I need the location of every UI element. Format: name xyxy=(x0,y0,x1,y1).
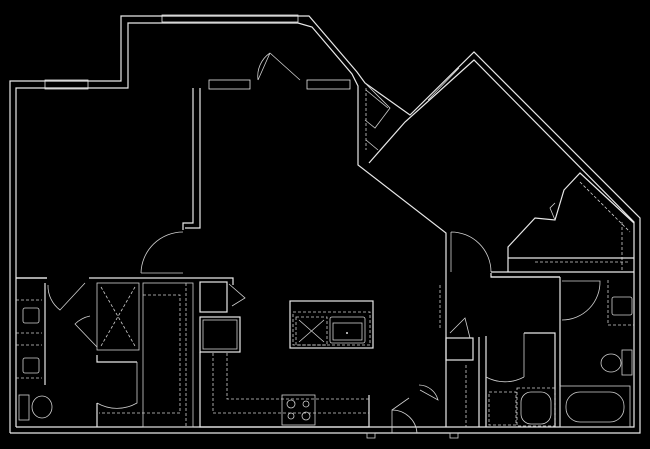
kitchen-sink xyxy=(329,316,366,344)
balcony-door[interactable] xyxy=(257,52,301,81)
window xyxy=(427,67,460,101)
shower xyxy=(96,282,140,351)
living-wall xyxy=(185,88,201,229)
kitchen-island xyxy=(289,300,374,349)
burner xyxy=(286,399,296,409)
range xyxy=(281,394,316,426)
shower-door[interactable] xyxy=(74,315,98,348)
pantry-door[interactable] xyxy=(228,283,246,307)
window xyxy=(208,79,251,90)
closet-door[interactable] xyxy=(449,317,471,339)
exterior-fixture xyxy=(366,432,376,439)
bath-door[interactable] xyxy=(485,333,525,383)
closet-shelf xyxy=(99,294,181,414)
tub-shower xyxy=(516,387,556,427)
coat-closet xyxy=(445,337,474,361)
refrigerator xyxy=(199,316,241,353)
bath-wall xyxy=(96,355,137,363)
toilet-tank xyxy=(18,394,30,421)
bedroom-door[interactable] xyxy=(140,231,184,274)
window xyxy=(161,14,299,23)
toilet-tank xyxy=(621,349,633,376)
closet-shelf xyxy=(579,181,631,233)
bedroom-wall xyxy=(182,88,194,230)
sink xyxy=(22,307,40,324)
bathtub xyxy=(559,385,631,428)
burner xyxy=(287,412,295,420)
kitchen-counter xyxy=(199,352,370,428)
walk-in-closet xyxy=(142,282,194,428)
bathtub-basin xyxy=(565,391,625,423)
closet-door[interactable] xyxy=(365,139,379,151)
toilet xyxy=(600,353,622,373)
pantry xyxy=(199,281,228,313)
sink-drain xyxy=(346,332,348,334)
bedroom-bottom-wall xyxy=(89,277,234,285)
toilet xyxy=(31,395,53,419)
sink xyxy=(22,357,40,374)
closet-door[interactable] xyxy=(96,362,138,409)
coat-closet-door[interactable] xyxy=(418,384,439,401)
dishwasher xyxy=(295,316,328,346)
bath-door[interactable] xyxy=(561,280,601,321)
sink xyxy=(611,296,633,316)
kitchen-counter-edge xyxy=(226,353,369,400)
exterior-fixture xyxy=(449,432,459,439)
kitchen-sink-basin xyxy=(332,322,363,341)
burner xyxy=(301,411,311,421)
vanity-counter xyxy=(607,280,634,326)
right-bedroom-door[interactable] xyxy=(450,231,492,273)
kitchen-counter-edge xyxy=(212,353,369,414)
shower-drain-lines xyxy=(100,286,136,347)
refrigerator-inner xyxy=(202,319,238,350)
closet-wall xyxy=(364,82,391,129)
burner xyxy=(302,400,310,408)
closet-door[interactable] xyxy=(549,202,556,221)
closet-door[interactable] xyxy=(365,89,389,109)
entry-door[interactable] xyxy=(391,397,418,434)
right-bedroom-inner-wall xyxy=(16,59,635,428)
dishwasher-x xyxy=(298,319,325,343)
bath-door[interactable] xyxy=(47,282,86,311)
window xyxy=(44,79,89,90)
outer-wall xyxy=(9,15,641,434)
window xyxy=(306,79,351,90)
tub-basin xyxy=(520,391,552,425)
outer-wall-inner xyxy=(15,22,447,427)
